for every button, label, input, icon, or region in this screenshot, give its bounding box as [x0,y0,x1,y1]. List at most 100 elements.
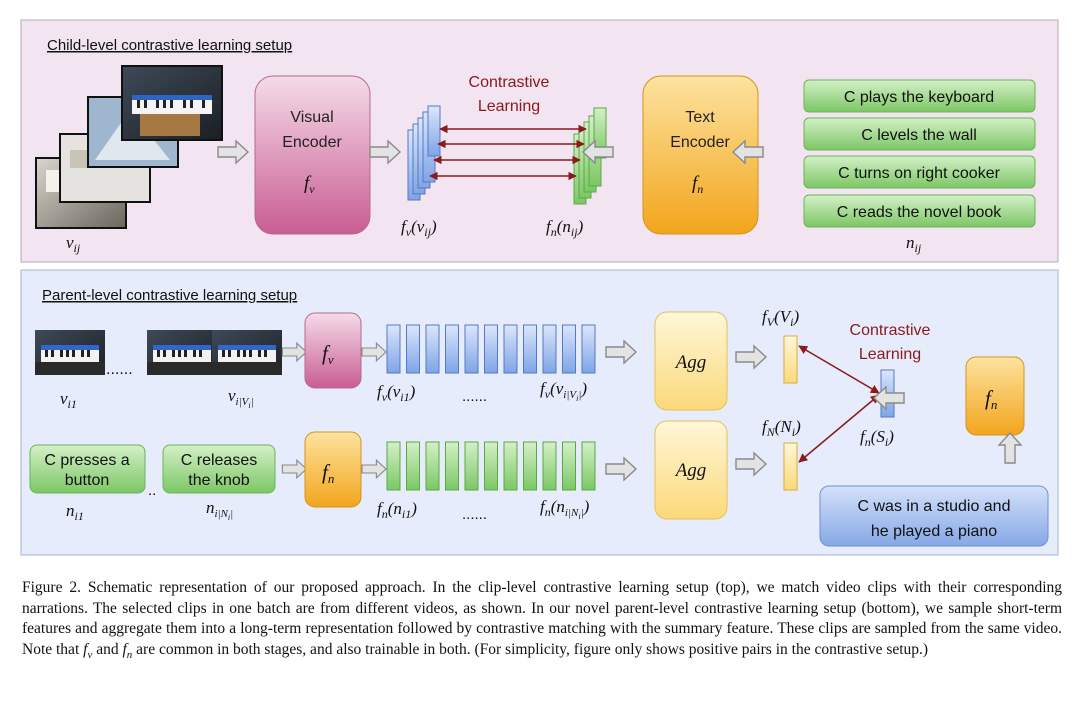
parent-narration-last-line1: C releases [181,452,257,469]
summary-narration-line2: he played a piano [871,523,997,540]
caption-fv: fv [83,640,93,661]
narration-box [803,155,1036,189]
child-narrations: C plays the keyboard C levels the wall C… [803,79,1036,228]
clip-thumbnail [147,330,217,375]
label-fn-ni1: fn(ni1) [377,499,417,521]
visual-feature-bar [406,324,420,374]
narration-text: C plays the keyboard [844,89,994,106]
video-clip-stack [35,65,223,229]
visual-encoder-box [254,75,371,235]
text-feature-bar [562,441,576,491]
visual-feature-bar [542,324,557,374]
label-n-i1: ni1 [66,501,84,523]
text-encoder-fn: fn [692,173,703,196]
fn-summary-encoder-box [965,356,1025,436]
visual-feature-bar [503,324,518,374]
text-feature-bar [406,441,420,491]
parent-narration-last [162,444,276,494]
visual-feature-bar [386,324,401,374]
child-contrastive-arrows [429,124,587,181]
fn-summary-encoder-label: fn [985,386,997,412]
text-encoder-label-2: Encoder [670,134,730,151]
visual-feature-bar [425,324,440,374]
narration-text: C reads the novel book [837,204,1003,221]
text-feature-ellipsis: ...... [462,506,487,523]
label-fn-Si: fn(Si) [860,427,894,449]
visual-feature-bar [581,324,596,374]
visual-feature-bar [464,324,479,374]
parent-narration-first-line2: button [65,472,109,489]
fv-encoder-label: fv [322,341,334,367]
summary-narration-line1: C was in a studio and [858,498,1011,515]
clip-ellipsis: ...... [106,361,133,378]
agg-text-box [654,420,728,520]
label-v-iVi: vi|Vi| [228,386,254,410]
text-feature-bar [523,441,537,491]
parent-contrastive-label-2: Learning [859,346,921,363]
text-feature-bar [484,441,498,491]
label-n-iNi: ni|Ni| [206,498,233,522]
narration-box [803,194,1036,228]
text-feature-bar [581,441,596,491]
visual-encoder-fv: fv [304,173,315,196]
parent-narration-first [29,444,146,494]
parent-narration-last-line2: the knob [188,472,249,489]
summary-narration-box [819,485,1049,547]
label-v-i1: vi1 [60,389,77,411]
text-feature-bar [464,441,479,491]
caption-text-1: Figure 2. Schematic representation of ou… [22,579,1062,658]
child-contrastive-label-1: Contrastive [469,74,550,91]
caption-and: and [92,640,123,658]
narration-text: C turns on right cooker [838,165,1001,182]
figure-caption: Figure 2. Schematic representation of ou… [22,578,1062,665]
fV-feature [783,335,798,384]
visual-encoder-label-1: Visual [290,109,333,126]
parent-contrastive-label-1: Contrastive [850,322,931,339]
label-fv-vi1: fv(vi1) [377,382,416,404]
parent-narration-first-line1: C presses a [44,452,129,469]
feature-ellipsis: ...... [462,388,487,405]
fn-encoder-label: fn [322,460,334,486]
label-fN-Ni: fN(Ni) [762,417,801,439]
text-feature-bar [445,441,459,491]
agg-visual-box [654,311,728,411]
fv-encoder-box [304,312,362,389]
label-fn-niNi: fn(ni|Ni|) [540,497,590,521]
label-fv-vij: fv(vij) [401,217,437,239]
parent-contrastive-arrows [798,345,880,463]
clip-thumbnail-last [212,330,282,375]
child-contrastive-label-2: Learning [478,98,540,115]
child-level-title: Child-level contrastive learning setup [47,37,292,54]
visual-feature-bar [484,324,498,374]
agg-text-label: Agg [674,460,707,481]
text-feature-sequence [386,441,596,491]
parent-level-title: Parent-level contrastive learning setup [42,287,297,304]
label-n-ij: nij [906,233,922,255]
narration-ellipsis: .. [148,482,156,499]
text-feature-bar [503,441,518,491]
visual-encoder-label-2: Encoder [282,134,342,151]
fN-feature [783,442,798,491]
caption-text-2: are common in both stages, and also trai… [132,640,929,658]
text-feature-bar [542,441,557,491]
visual-feature-bar [445,324,459,374]
visual-feature-bar [562,324,576,374]
fn-encoder-box [304,431,362,508]
visual-feature-bar [523,324,537,374]
text-encoder-label-1: Text [685,109,715,126]
approach-diagram: Child-level contrastive learning setup v… [20,19,1059,556]
label-v-ij: vij [66,233,81,255]
text-feature-bar [425,441,440,491]
narration-box [803,79,1036,113]
agg-visual-label: Agg [674,352,707,373]
clip-thumbnail-first [35,330,105,375]
visual-feature-stack [407,105,441,201]
caption-fn: fn [122,640,133,661]
label-fn-nij: fn(nij) [546,217,584,239]
text-feature-bar [386,441,401,491]
narration-box [803,117,1036,151]
visual-feature-sequence [386,324,596,374]
narration-text: C levels the wall [861,127,977,144]
label-fV-Vi: fV(Vi) [762,307,799,329]
label-fv-viVi: fv(vi|Vi|) [540,379,587,403]
